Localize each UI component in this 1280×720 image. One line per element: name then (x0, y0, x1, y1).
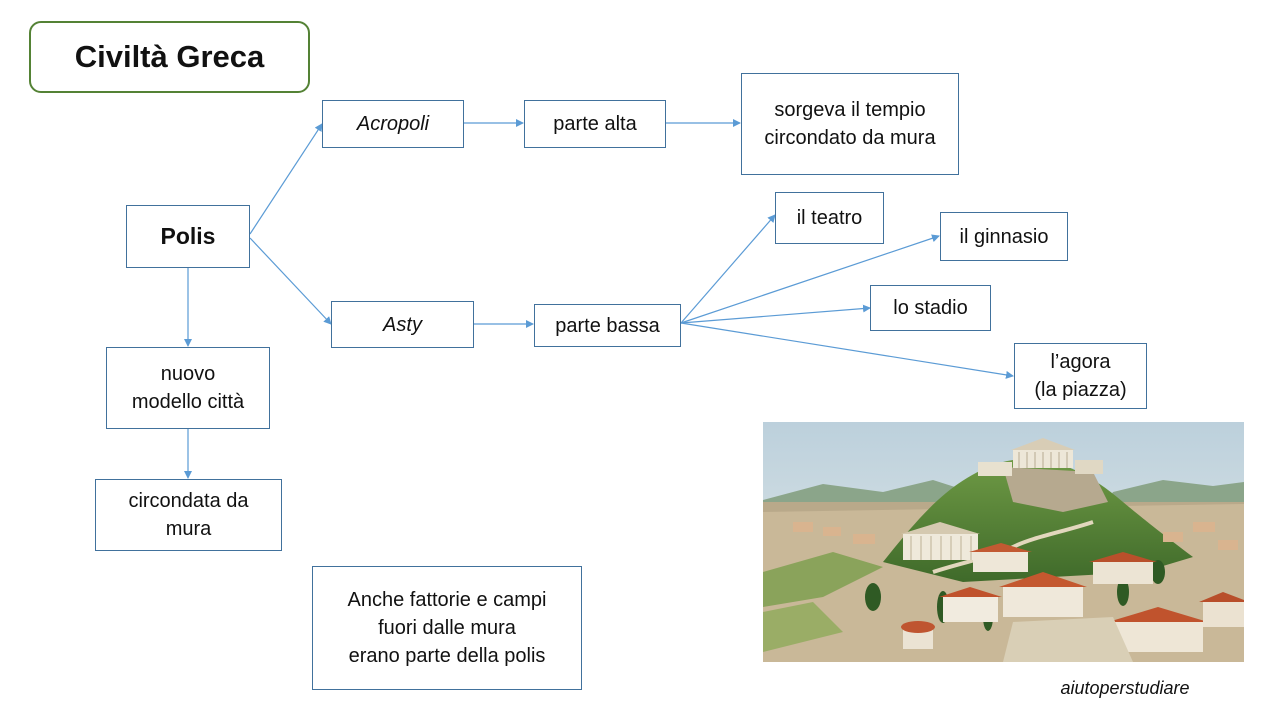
node-circondata: circondata da mura (95, 479, 282, 551)
node-nuovo-modello: nuovo modello città (106, 347, 270, 429)
node-asty: Asty (331, 301, 474, 348)
acropolis-illustration (763, 422, 1244, 662)
node-acropoli: Acropoli (322, 100, 464, 148)
page-title: Civiltà Greca (29, 21, 310, 93)
node-ginnasio: il ginnasio (940, 212, 1068, 261)
arrow-bassa-ginnasio (680, 234, 940, 324)
node-teatro: il teatro (775, 192, 884, 244)
arrow-bassa-stadio (680, 304, 871, 324)
node-parte-bassa: parte bassa (534, 304, 681, 347)
node-parte-alta: parte alta (524, 100, 666, 148)
arrow-polis-acropoli (249, 123, 323, 235)
node-fattorie: Anche fattorie e campi fuori dalle mura … (312, 566, 582, 690)
arrow-polis-asty (249, 237, 332, 325)
node-polis: Polis (126, 205, 250, 268)
node-stadio: lo stadio (870, 285, 991, 331)
node-agora: l’agora (la piazza) (1014, 343, 1147, 409)
credit-text: aiutoperstudiare (1060, 678, 1190, 698)
arrow-bassa-teatro (680, 214, 776, 324)
node-tempio: sorgeva il tempio circondato da mura (741, 73, 959, 175)
arrow-bassa-agora (680, 322, 1014, 379)
